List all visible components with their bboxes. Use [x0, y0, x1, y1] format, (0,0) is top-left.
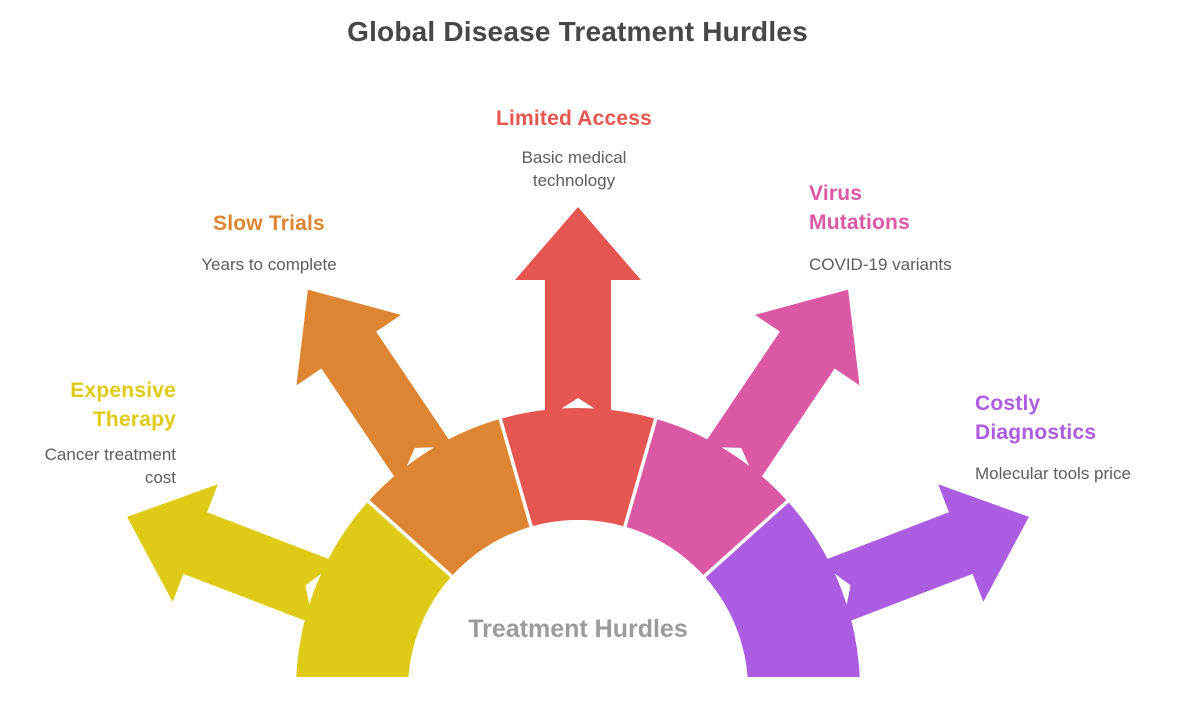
hub-label: Treatment Hurdles [468, 615, 688, 643]
segment-title: Limited Access [495, 107, 653, 130]
label-costly-diagnostics: Costly Diagnostics Molecular tools price [975, 389, 1131, 485]
segment-title: Virus Mutations [809, 182, 910, 234]
arrow-virus-mutations [702, 289, 860, 484]
arrow-limited-access [515, 207, 641, 419]
wedge-gap-line [698, 495, 794, 582]
arrow-costly-diagnostics [819, 484, 1029, 624]
label-limited-access: Limited Access Basic medical technology [474, 104, 674, 192]
segment-subtitle: COVID-19 variants [809, 255, 952, 274]
label-slow-trials: Slow Trials Years to complete [169, 209, 369, 276]
wedge-costly-diagnostics [704, 501, 860, 677]
wedge-gap-line [621, 412, 660, 533]
wedge-gap-line [496, 412, 535, 533]
wedge-limited-access [500, 407, 656, 527]
label-expensive-therapy: Expensive Therapy Cancer treatment cost [20, 376, 176, 489]
segment-subtitle: Basic medical technology [521, 148, 627, 190]
arrow-slow-trials [296, 289, 454, 484]
fan-arrows [127, 207, 1029, 624]
segment-subtitle: Molecular tools price [975, 464, 1131, 483]
label-virus-mutations: Virus Mutations COVID-19 variants [809, 179, 952, 276]
segment-title: Costly Diagnostics [975, 392, 1097, 444]
segment-title: Slow Trials [213, 212, 325, 235]
wedge-expensive-therapy [296, 501, 452, 677]
wedge-gap-line [362, 495, 458, 582]
hub-dome [408, 520, 748, 677]
page-title: Global Disease Treatment Hurdles [347, 16, 808, 47]
fan-wedges [296, 407, 860, 677]
segment-title: Expensive Therapy [70, 379, 176, 431]
arrow-expensive-therapy [127, 484, 337, 624]
segment-subtitle: Cancer treatment cost [44, 445, 176, 487]
segment-subtitle: Years to complete [201, 255, 337, 274]
